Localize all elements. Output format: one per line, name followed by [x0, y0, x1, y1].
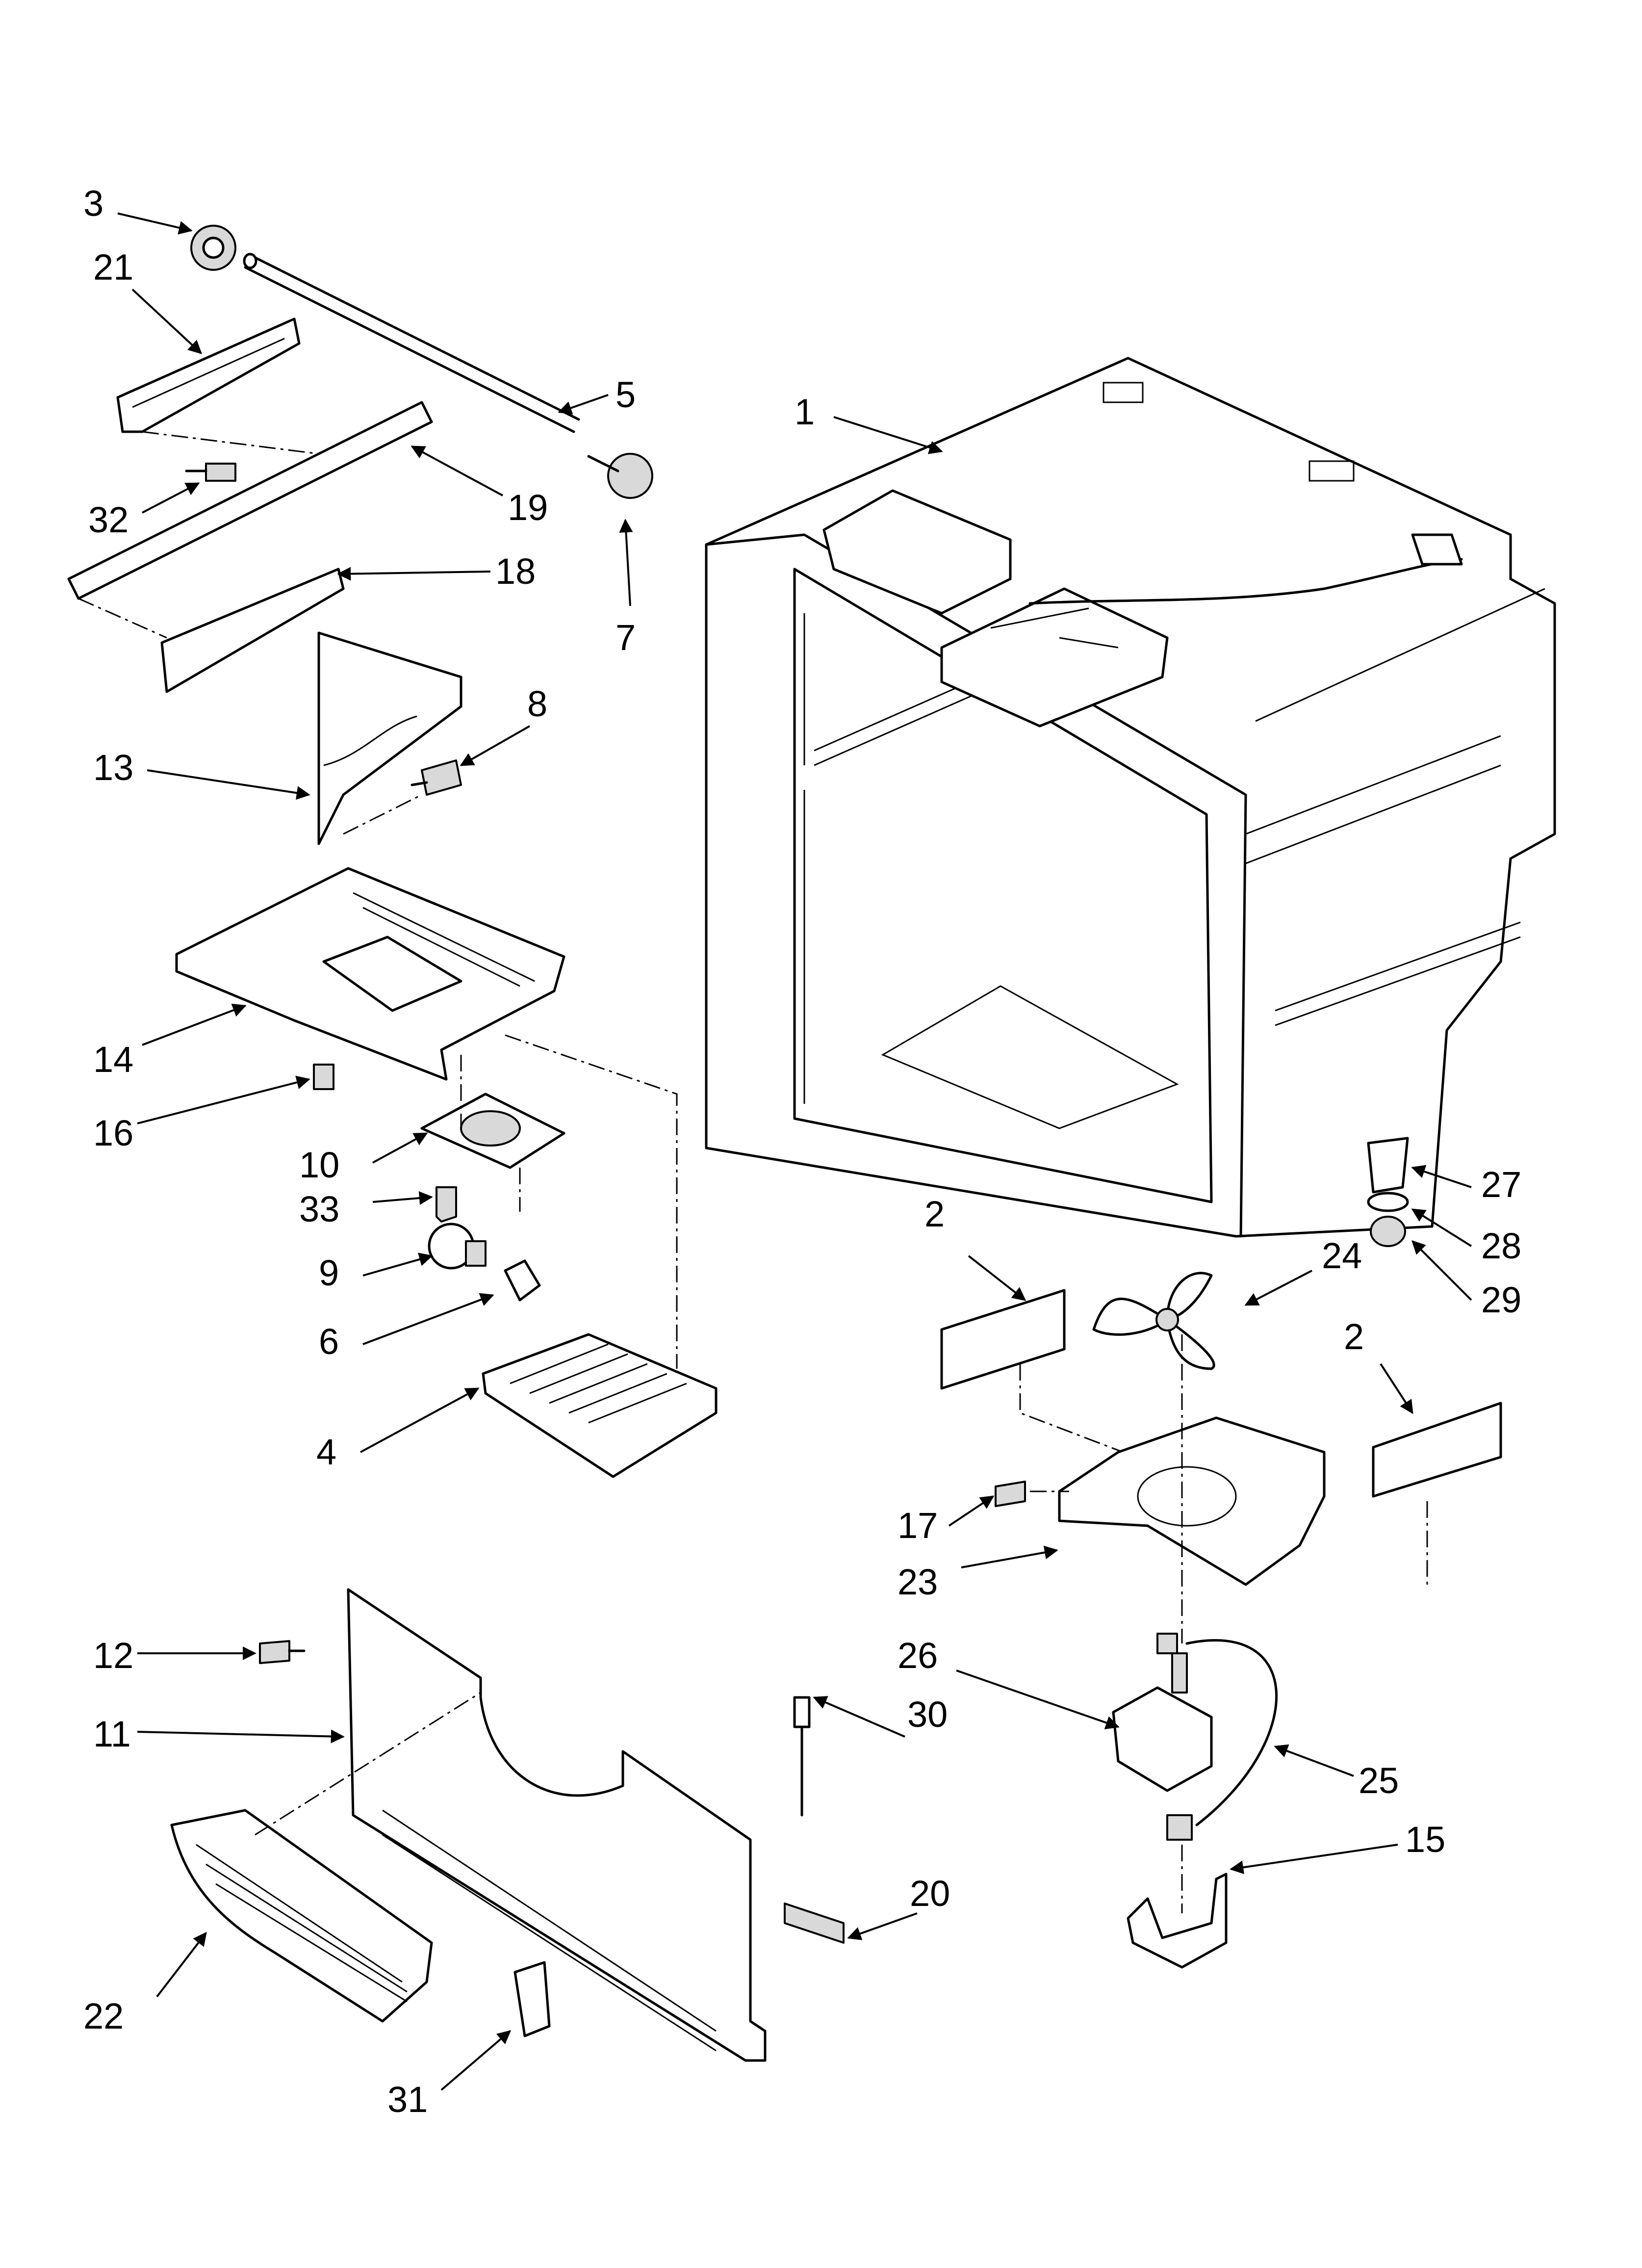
- callout-2-right: 2: [1344, 1316, 1364, 1357]
- gear-part-3: [190, 225, 236, 271]
- bracket-part-13: [317, 631, 462, 845]
- callout-30: 30: [907, 1694, 948, 1735]
- foam-block-part-20: [784, 1903, 845, 1944]
- callout-26: 26: [898, 1635, 938, 1676]
- callout-32: 32: [88, 499, 128, 540]
- washer-part-29: [1370, 1216, 1406, 1247]
- callout-19: 19: [508, 487, 548, 528]
- callout-22: 22: [83, 1996, 124, 2036]
- rod-part-5: [243, 253, 580, 433]
- callout-33: 33: [299, 1189, 339, 1229]
- callout-6: 6: [319, 1321, 339, 1362]
- bulb-part-9: [428, 1223, 487, 1270]
- callout-14: 14: [93, 1039, 133, 1080]
- callout-28: 28: [1481, 1225, 1521, 1266]
- bracket-part-21: [116, 317, 339, 457]
- grommet-part-27: [1367, 1137, 1409, 1194]
- callout-12: 12: [93, 1635, 133, 1676]
- callout-25: 25: [1359, 1760, 1399, 1801]
- pad-part-2-right: [1019, 1364, 1502, 1585]
- callout-29: 29: [1481, 1279, 1521, 1320]
- callout-3: 3: [83, 183, 103, 224]
- callout-24: 24: [1322, 1235, 1362, 1276]
- callout-2-left: 2: [924, 1194, 945, 1234]
- clip-part-31: [513, 1961, 551, 2037]
- callout-8: 8: [527, 683, 547, 724]
- gear-part-7: [587, 453, 653, 499]
- callout-13: 13: [93, 747, 133, 788]
- sensor-part-30: [793, 1696, 811, 1817]
- callout-4: 4: [316, 1432, 336, 1472]
- callout-7: 7: [616, 617, 636, 658]
- callout-10: 10: [299, 1145, 339, 1185]
- leader-lines: [117, 212, 1472, 2091]
- bracket-part-15: [1127, 1845, 1228, 1969]
- fan-motor-part-26: [1112, 1633, 1213, 1792]
- callout-20: 20: [910, 1873, 950, 1914]
- lamp-housing-part-10: [420, 1055, 565, 1212]
- callout-1: 1: [795, 391, 815, 432]
- housing-part-14: [175, 867, 565, 1081]
- callout-27: 27: [1481, 1164, 1521, 1205]
- callout-15: 15: [1405, 1819, 1445, 1860]
- screw-part-17: [995, 1481, 1069, 1507]
- callout-11: 11: [93, 1714, 131, 1754]
- callout-17: 17: [898, 1505, 938, 1546]
- callout-31: 31: [387, 2079, 428, 2120]
- light-cover-part-4: [482, 1034, 718, 1478]
- socket-part-6: [504, 1259, 541, 1302]
- screw-part-12: [259, 1640, 306, 1664]
- screw-part-32: [185, 463, 236, 482]
- callout-5: 5: [616, 374, 636, 415]
- bracket-part-18: [78, 568, 345, 693]
- fan-blade-part-24: [1092, 1272, 1215, 1370]
- grille-part-22: [170, 1692, 481, 2023]
- callout-23: 23: [898, 1562, 938, 1602]
- callout-9: 9: [319, 1252, 339, 1293]
- screw-part-33: [436, 1186, 457, 1223]
- fan-shroud-part-23: [1058, 1334, 1326, 1643]
- callout-16: 16: [93, 1113, 133, 1153]
- freezer-liner-part-1: [705, 357, 1556, 1238]
- ring-part-28: [1367, 1192, 1409, 1212]
- screw-part-8: [343, 759, 462, 835]
- callout-21: 21: [93, 247, 133, 287]
- callout-18: 18: [495, 551, 536, 592]
- rail-part-19: [67, 401, 433, 600]
- callout-labels: 1 2 2 3 4 5 6 7 8 9 10 11 12 13 14 15 16…: [83, 183, 1521, 2120]
- wire-harness-part-25: [1166, 1639, 1278, 1841]
- panel-part-11: [347, 1588, 767, 2062]
- clip-part-16: [313, 1064, 334, 1090]
- pad-part-2-left: [940, 1289, 1066, 1390]
